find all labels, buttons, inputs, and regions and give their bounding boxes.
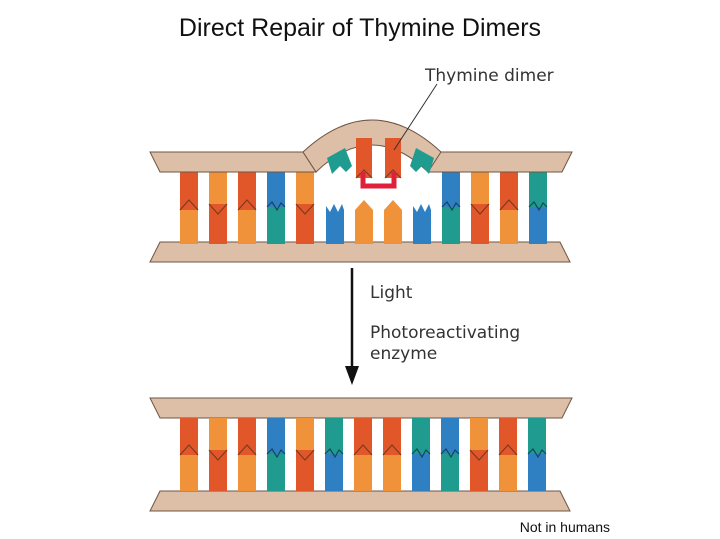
- label-enzyme-line2: enzyme: [370, 344, 437, 364]
- damaged-upper-backbone-left: [149, 151, 317, 173]
- repaired-upper-backbone: [149, 397, 573, 419]
- diagram-title: Direct Repair of Thymine Dimers: [178, 14, 542, 42]
- base: [413, 204, 431, 244]
- base-pair: [441, 170, 461, 244]
- damaged-dna: Thymine dimer: [149, 66, 573, 263]
- repair-process: Light Photoreactivating enzyme: [345, 268, 520, 385]
- base-pair: [411, 418, 431, 491]
- label-enzyme-line1: Photoreactivating: [370, 323, 520, 343]
- base-pair: [179, 170, 199, 244]
- base-pair: [382, 418, 402, 491]
- repaired-dna: [149, 397, 573, 512]
- damaged-right-base-pairs: [441, 170, 548, 244]
- damaged-backbone-bulge: [302, 119, 442, 173]
- base-pair: [469, 418, 489, 491]
- thymine-base: [385, 138, 401, 178]
- base-pair: [528, 170, 548, 244]
- base-pair: [499, 170, 519, 244]
- dimer-callout-line: [393, 83, 438, 151]
- base-pair: [440, 418, 460, 491]
- footnote-not-in-humans: Not in humans: [519, 519, 610, 535]
- base-pair: [266, 170, 286, 244]
- repaired-lower-backbone: [149, 490, 571, 512]
- label-light: Light: [370, 283, 413, 303]
- base: [410, 148, 434, 174]
- dimer-bases: [327, 138, 434, 189]
- damaged-unpaired-lower-bases: [326, 200, 431, 244]
- base-pair: [324, 418, 344, 491]
- repaired-base-pairs: [179, 418, 547, 491]
- base-pair: [266, 418, 286, 491]
- damaged-lower-backbone: [149, 241, 571, 263]
- base-pair: [237, 418, 257, 491]
- base: [355, 200, 373, 244]
- base-pair: [208, 170, 228, 244]
- dimer-crosslink: [360, 172, 397, 189]
- base-pair: [295, 170, 315, 244]
- base-pair: [498, 418, 518, 491]
- base-pair: [179, 418, 199, 491]
- damaged-left-base-pairs: [179, 170, 315, 244]
- base: [327, 148, 352, 174]
- base-pair: [527, 418, 547, 491]
- base-pair: [295, 418, 315, 491]
- label-thymine-dimer: Thymine dimer: [424, 66, 554, 86]
- base-pair: [208, 418, 228, 491]
- damaged-upper-backbone-right: [427, 151, 573, 173]
- base-pair: [353, 418, 373, 491]
- base-pair: [470, 170, 490, 244]
- base: [384, 200, 402, 244]
- thymine-base: [356, 138, 372, 178]
- base-pair: [237, 170, 257, 244]
- base: [326, 204, 344, 244]
- process-arrow-head: [345, 366, 359, 385]
